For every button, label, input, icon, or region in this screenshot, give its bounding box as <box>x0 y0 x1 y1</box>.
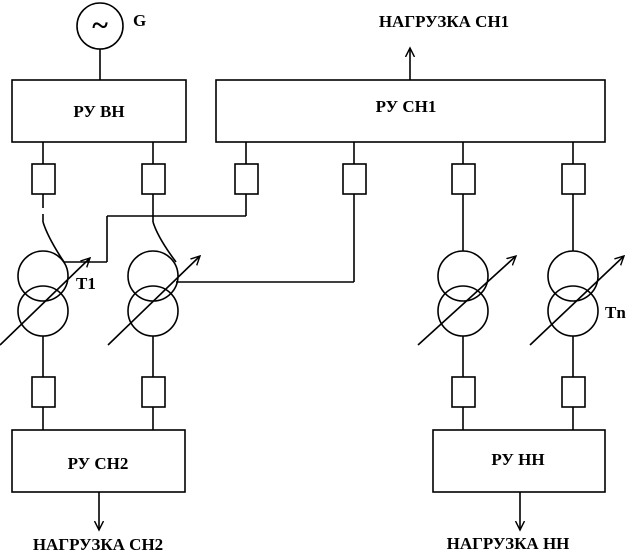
load-nn-label: НАГРУЗКА НН <box>447 534 570 553</box>
breaker-icon <box>342 163 367 195</box>
breaker-icon <box>234 163 259 195</box>
transformer-icon <box>107 250 200 346</box>
bus-ru-sn1-label: РУ СН1 <box>376 97 437 116</box>
breaker-icon <box>141 163 166 195</box>
generator-symbol: ~ <box>92 9 108 42</box>
breaker-icon <box>141 376 166 408</box>
breaker-icon <box>31 163 56 195</box>
feeder-sn1-to-t2 <box>176 142 367 283</box>
transformer-column-t3 <box>417 142 516 430</box>
bus-ru-vn-label: РУ ВН <box>73 102 124 121</box>
transformer-icon <box>0 250 90 346</box>
generator-label: G <box>133 11 146 30</box>
bus-ru-sn2-label: РУ СН2 <box>68 454 129 473</box>
transformer-tn-label: Tn <box>605 303 626 322</box>
load-sn2-label: НАГРУЗКА СН2 <box>33 535 163 553</box>
bus-ru-nn <box>432 429 606 493</box>
breaker-icon <box>561 376 586 408</box>
breaker-icon <box>31 376 56 408</box>
bus-ru-nn-label: РУ НН <box>491 450 544 469</box>
transformer-t1-label: T1 <box>76 274 96 293</box>
bus-ru-sn1 <box>215 79 606 143</box>
breaker-icon <box>451 376 476 408</box>
bus-ru-vn <box>11 79 187 143</box>
generator: ~ <box>76 2 124 50</box>
breaker-icon <box>451 163 476 195</box>
transformer-column-t1 <box>0 142 90 430</box>
load-sn1-label: НАГРУЗКА СН1 <box>379 12 509 31</box>
bus-ru-sn2 <box>11 429 186 493</box>
breaker-icon <box>561 163 586 195</box>
feeder-sn1-to-t1 <box>64 142 259 263</box>
transformer-icon <box>417 250 516 346</box>
transformer-column-t2 <box>107 142 200 430</box>
transformer-column-tn <box>529 142 624 430</box>
transformer-icon <box>529 250 624 346</box>
